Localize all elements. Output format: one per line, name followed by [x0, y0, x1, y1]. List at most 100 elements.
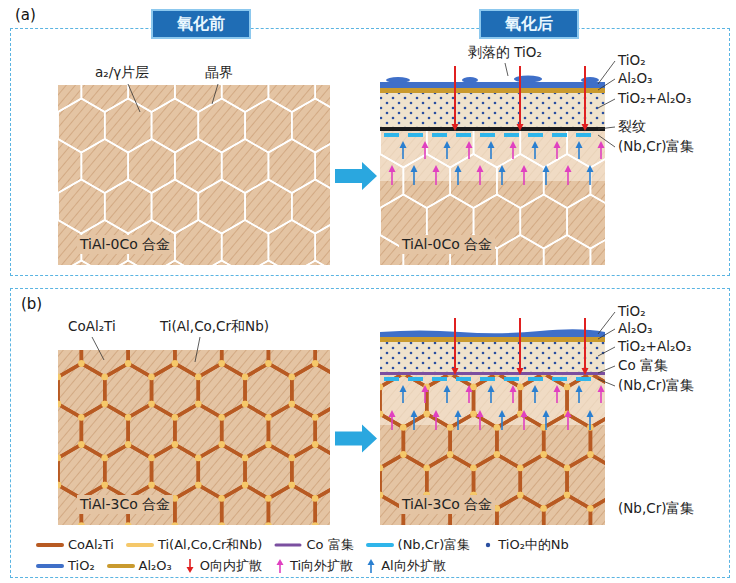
- grain-boundary: [380, 154, 403, 208]
- grain-phase: [447, 424, 453, 430]
- grain-phase: [447, 424, 453, 430]
- grain-phase: [265, 360, 271, 366]
- drawing-part: [38, 564, 62, 568]
- grain-boundaries: [380, 375, 605, 525]
- grain-phase: [195, 374, 201, 380]
- legend-swatch: [274, 558, 286, 574]
- legend-item: Ti向外扩散: [274, 557, 353, 575]
- grain-phase: [265, 441, 271, 447]
- diffusion-arrow: [501, 170, 503, 185]
- grain-boundary: [474, 131, 521, 168]
- legend-swatch: [184, 558, 196, 574]
- grain-phase: [312, 441, 318, 447]
- grain-boundary: [198, 99, 245, 153]
- callout-label: Al₂O₃: [618, 320, 652, 337]
- arrow-head: [455, 165, 462, 172]
- grain-boundary: [520, 131, 567, 168]
- grain-phase: [195, 482, 201, 488]
- grain-phase: [172, 441, 178, 447]
- arrow-head: [543, 165, 550, 172]
- diffusion-arrow: [519, 318, 521, 370]
- arrow-head: [499, 165, 506, 172]
- grain-boundary: [152, 99, 199, 153]
- grain-phase: [312, 495, 318, 501]
- drawing-part: [276, 543, 300, 546]
- diffusion-arrow: [589, 415, 591, 430]
- grain-phase: [424, 411, 430, 417]
- grain-phase: [265, 441, 271, 447]
- grain-phase: [172, 414, 178, 420]
- arrow-head: [400, 141, 407, 148]
- callout-label: TiO₂: [618, 52, 646, 69]
- grain-phase: [242, 374, 248, 380]
- grain-phase: [242, 455, 248, 461]
- grain-boundary: [380, 131, 427, 168]
- grain-phase: [265, 495, 271, 501]
- nbcr-dash: [576, 377, 591, 381]
- grain-phase: [102, 401, 108, 407]
- arrow-head: [389, 410, 396, 417]
- arrow-head: [582, 368, 589, 375]
- grain-phase: [265, 441, 271, 447]
- grain-phase: [78, 441, 84, 447]
- diffusion-arrow: [413, 415, 415, 430]
- diffusion-arrow: [454, 66, 456, 126]
- grain-phase: [289, 374, 295, 380]
- grain-boundary: [268, 350, 315, 377]
- grain-phase: [148, 482, 154, 488]
- nbcr-dash: [576, 133, 591, 137]
- grain-phase: [102, 455, 108, 461]
- grain-phase: [564, 384, 570, 390]
- grain-phase: [102, 374, 108, 380]
- drawing-part: [212, 84, 218, 104]
- grain-phase: [242, 374, 248, 380]
- grain-boundary: [292, 445, 330, 499]
- legend-item: Ti(Al,Co,Cr和Nb): [126, 536, 263, 554]
- grain-phase: [265, 360, 271, 366]
- grain-boundary: [58, 139, 81, 193]
- drawing-part: [368, 543, 392, 547]
- stage-header: 氧化前: [151, 9, 251, 39]
- grain-boundary: [175, 85, 222, 112]
- grain-phase: [172, 522, 178, 525]
- grain-phase: [125, 441, 131, 447]
- callout-label: (Nb,Cr)富集: [618, 377, 694, 394]
- legend-text: CoAl₂Ti: [68, 537, 114, 552]
- grain-boundary: [590, 235, 605, 265]
- grain-boundary: [590, 154, 605, 208]
- grain-phase: [195, 401, 201, 407]
- diffusion-arrows: [389, 318, 605, 430]
- legend-swatch: [126, 537, 154, 553]
- grain-boundary: [152, 180, 199, 234]
- grain-phase: [218, 495, 224, 501]
- drawing-part: [38, 543, 62, 547]
- nbcr-dash: [384, 377, 399, 381]
- diffusion-arrow: [454, 318, 456, 370]
- titania-layer: [380, 329, 605, 337]
- grain-phase: [148, 374, 154, 380]
- grain-boundary: [81, 85, 128, 112]
- grain-phase: [58, 401, 61, 407]
- drawing-part: [598, 135, 615, 147]
- legend-item: TiO₂中的Nb: [482, 536, 569, 554]
- grain-phase: [58, 455, 61, 461]
- grain-phase: [564, 492, 570, 498]
- arrow-head: [587, 165, 594, 172]
- grain-phase: [102, 455, 108, 461]
- grain-boundary: [58, 99, 105, 153]
- diffusion-arrow: [457, 170, 459, 185]
- legend-item: O向内扩散: [184, 557, 262, 575]
- nbcr-dash: [552, 133, 567, 137]
- arrow-head: [598, 141, 605, 148]
- lamellar-alloy: [58, 350, 330, 525]
- arrow-head: [532, 385, 539, 392]
- grain-phase: [289, 401, 295, 407]
- grain-boundary: [128, 85, 175, 112]
- legend-text: Al向外扩散: [381, 557, 446, 575]
- callout-label: (Nb,Cr)富集: [618, 138, 694, 155]
- grain-phase: [447, 424, 453, 430]
- grain-phase: [470, 411, 476, 417]
- grain-boundary: [268, 139, 315, 193]
- grain-phase: [540, 451, 546, 457]
- grain-phase: [195, 401, 201, 407]
